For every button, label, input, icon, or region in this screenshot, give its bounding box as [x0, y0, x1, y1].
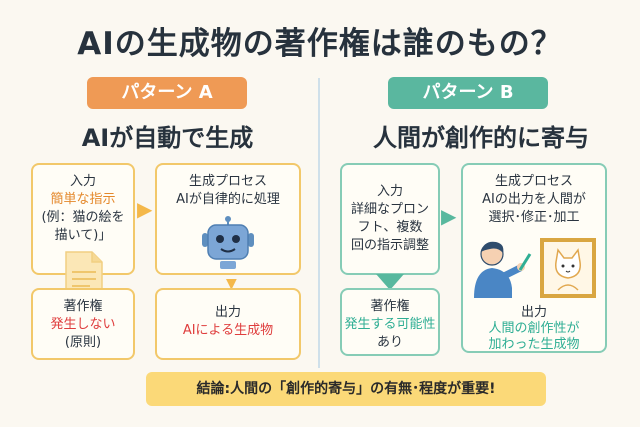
pattern-b-label: パターン B	[388, 77, 548, 109]
arrow-right-icon: ▶	[441, 204, 457, 228]
pattern-b-input-box: 入力 詳細なプロン フト、複数 回の指示調整	[340, 163, 440, 275]
process-box-line2: 選択･修正･加工	[488, 210, 580, 225]
pattern-b-copyright-box: 著作権 発生する可能性 あり	[340, 288, 440, 356]
copyright-box-detail: あり	[376, 335, 403, 350]
output-box-line2: 加わった生成物	[488, 337, 580, 352]
center-divider	[318, 78, 320, 368]
output-box-title: 出力	[520, 305, 547, 320]
person-painting-icon	[474, 241, 532, 298]
pattern-a-copyright-box: 著作権 発生しない (原則)	[31, 288, 135, 360]
copyright-box-detail: (原則)	[64, 335, 102, 350]
copyright-box-title: 著作権	[63, 299, 103, 314]
pattern-b-heading: 人間が創作的に寄与	[373, 124, 589, 152]
pattern-b-output-text: 出力 人間の創作性が 加わった生成物	[461, 305, 607, 353]
input-box-title: 入力	[376, 184, 403, 199]
input-box-highlight: 簡単な指示	[50, 192, 116, 207]
input-box-detail-line1: (例：猫の絵を	[41, 210, 125, 225]
copyright-box-highlight: 発生する可能性	[344, 317, 436, 332]
arrow-right-icon: ▶	[137, 197, 153, 221]
process-box-line1: AIの出力を人間が	[482, 192, 586, 207]
process-box-detail: AIが自律的に処理	[176, 192, 280, 207]
copyright-box-title: 著作権	[370, 299, 410, 314]
output-box-title: 出力	[214, 305, 241, 320]
input-box-title: 入力	[69, 174, 96, 189]
arrow-down-icon: ▼	[226, 276, 237, 292]
pattern-a-output-box: 出力 AIによる生成物	[155, 288, 301, 360]
input-box-line3: 回の指示調整	[350, 238, 429, 253]
output-box-highlight: AIによる生成物	[182, 323, 274, 338]
input-box-detail-line2: 描いて)」	[54, 228, 112, 243]
arrow-down-icon	[376, 274, 404, 290]
robot-icon	[202, 216, 254, 269]
output-box-line1: 人間の創作性が	[488, 321, 580, 336]
copyright-box-highlight: 発生しない	[50, 317, 116, 332]
page-title: AIの生成物の著作権は誰のもの？	[77, 26, 563, 62]
cat-picture-icon	[540, 238, 596, 298]
input-box-line1: 詳細なプロン	[350, 202, 429, 217]
conclusion-banner: 結論:人間の「創作的寄与」の有無･程度が重要!	[146, 372, 546, 406]
process-box-title: 生成プロセス	[188, 174, 267, 189]
pattern-a-label: パターン A	[87, 77, 247, 109]
pattern-a-heading: AIが自動で生成	[81, 124, 254, 152]
process-box-title: 生成プロセス	[494, 174, 573, 189]
input-box-line2: フト、複数	[357, 220, 423, 235]
